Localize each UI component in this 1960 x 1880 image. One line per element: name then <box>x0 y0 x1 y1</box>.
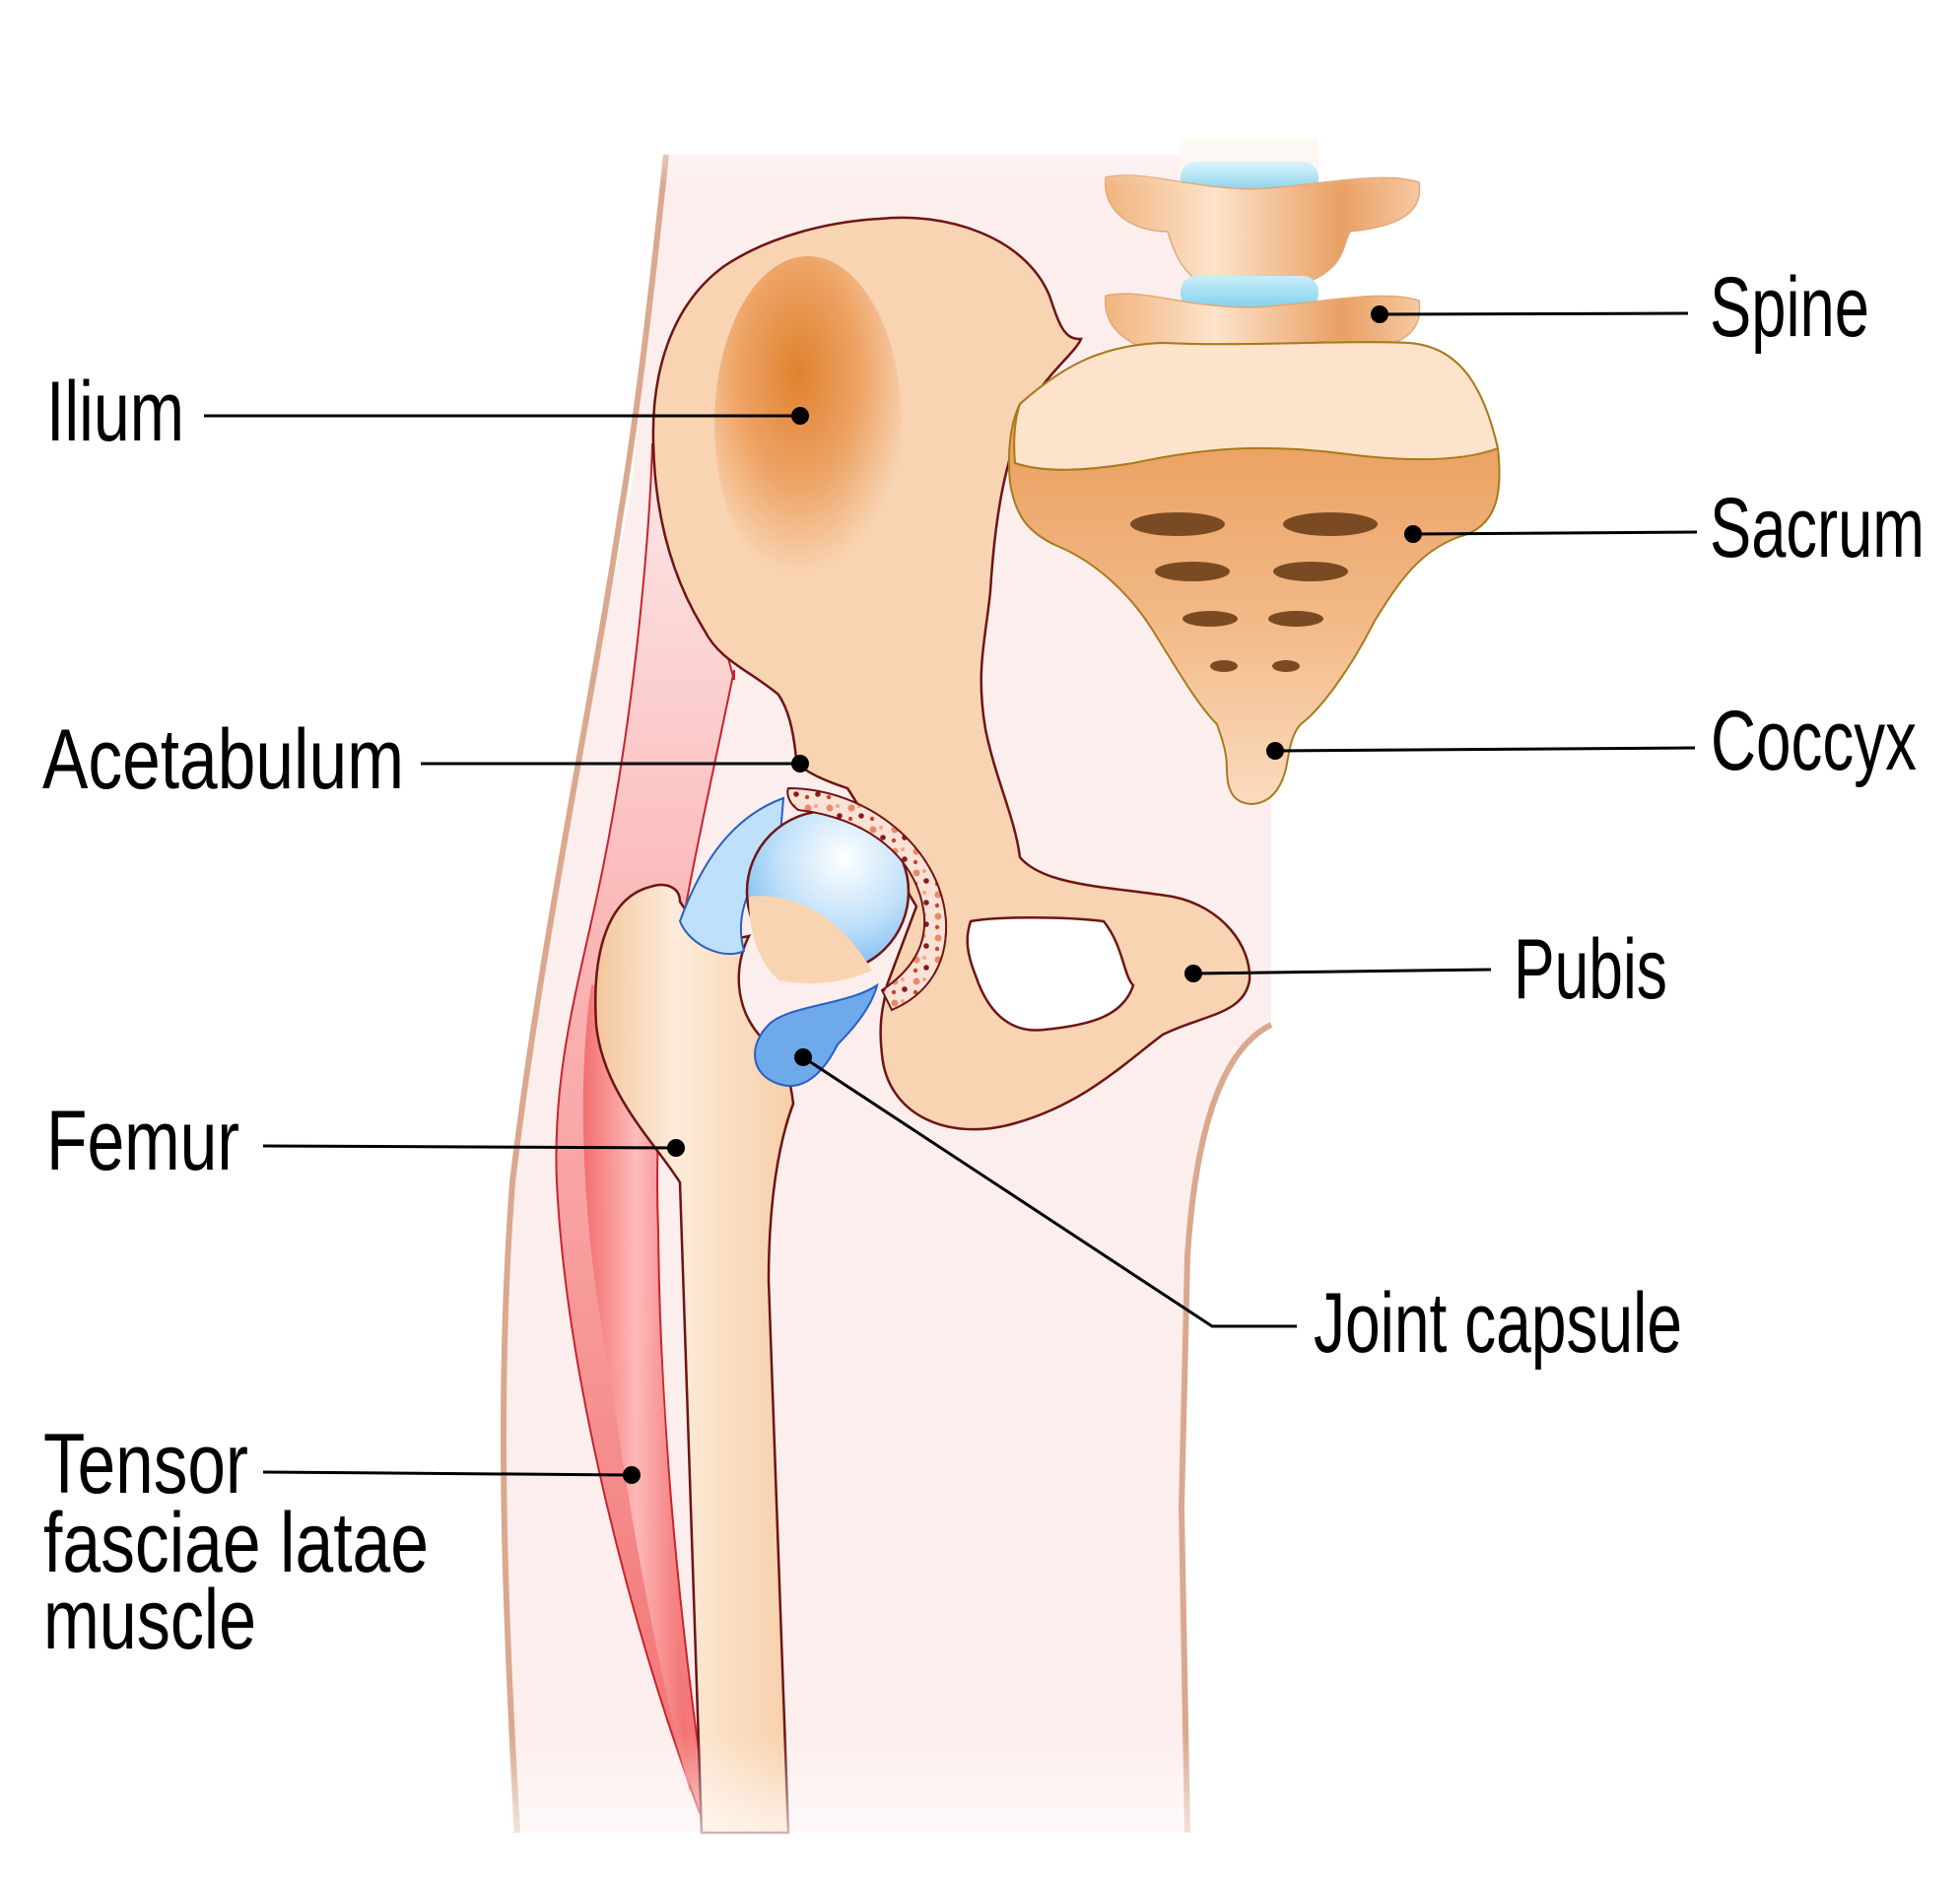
joint-capsule-shape <box>678 786 948 1087</box>
leader-line-femur <box>262 1144 677 1150</box>
leader-line-spine <box>1379 311 1689 316</box>
pointer-dot-sacrum <box>1404 525 1422 543</box>
leader-line-coccyx <box>1274 746 1696 753</box>
leader-line-sacrum <box>1412 530 1698 536</box>
label-coccyx: Coccyx <box>1266 694 1917 788</box>
pointer-dot-tensor <box>623 1466 641 1484</box>
pointer-dot-coccyx <box>1266 742 1284 760</box>
pointer-dot-femur <box>667 1139 685 1157</box>
label-text-ilium: Ilium <box>46 365 184 459</box>
label-text-pubis: Pubis <box>1514 922 1667 1017</box>
leader-line-tensor <box>262 1470 633 1477</box>
sacrum-shape <box>1007 341 1501 806</box>
pointer-dot-acetabulum <box>791 755 809 772</box>
pointer-dot-ilium <box>791 407 809 425</box>
label-text-coccyx: Coccyx <box>1711 694 1917 788</box>
label-text-sacrum: Sacrum <box>1710 481 1925 575</box>
label-text-joint-capsule: Joint capsule <box>1314 1276 1682 1371</box>
label-text-spine: Spine <box>1710 260 1869 355</box>
pointer-dot-pubis <box>1184 965 1202 982</box>
label-spine: Spine <box>1371 260 1869 355</box>
label-femur: Femur <box>46 1094 685 1188</box>
leader-line-joint-capsule <box>802 1055 1297 1328</box>
label-acetabulum: Acetabulum <box>42 712 809 807</box>
top-fade <box>591 99 1380 187</box>
label-text-tensor-line2: fasciae latae <box>43 1496 429 1590</box>
hip-bone-shape <box>651 216 1251 1131</box>
label-tensor-fasciae-latae: Tensor fasciae latae muscle <box>43 1417 641 1667</box>
bottom-fade <box>473 1734 1360 1880</box>
label-joint-capsule: Joint capsule <box>794 1048 1682 1371</box>
label-sacrum: Sacrum <box>1404 481 1925 575</box>
label-text-femur: Femur <box>46 1094 239 1188</box>
pointer-dot-joint-capsule <box>794 1048 812 1066</box>
leader-line-pubis <box>1192 968 1492 975</box>
label-text-acetabulum: Acetabulum <box>42 712 404 807</box>
pointer-dot-spine <box>1371 305 1388 323</box>
label-text-tensor-line3: muscle <box>43 1573 256 1667</box>
label-text-tensor-line1: Tensor <box>43 1417 248 1511</box>
label-pubis: Pubis <box>1184 922 1667 1017</box>
label-ilium: Ilium <box>46 365 809 459</box>
